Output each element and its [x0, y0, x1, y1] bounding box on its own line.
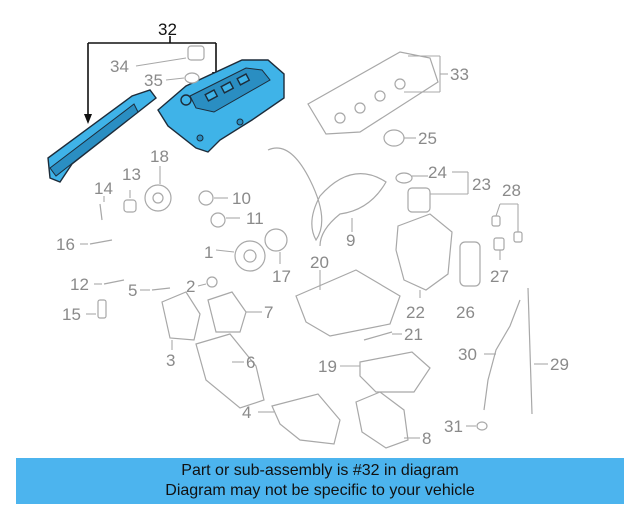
part-17-sprocket[interactable]: 17	[264, 228, 291, 286]
part-19-lower-oil-pan[interactable]: 19	[318, 351, 431, 393]
part-15[interactable]: 15	[62, 299, 107, 324]
callout-15: 15	[62, 305, 81, 324]
callout-17: 17	[272, 267, 291, 286]
part-4[interactable]: 4	[242, 393, 341, 445]
part-8[interactable]: 8	[355, 391, 431, 449]
callout-6: 6	[246, 353, 255, 372]
part-1-crank-pulley[interactable]: 1	[204, 240, 266, 272]
callout-18: 18	[150, 147, 169, 166]
oil-filler-cap	[180, 94, 192, 106]
part-6[interactable]: 6	[195, 333, 265, 409]
part-26[interactable]: 26	[456, 241, 481, 322]
part-10[interactable]: 10	[198, 189, 251, 208]
callout-2: 2	[186, 277, 195, 296]
part-25[interactable]: 25	[383, 129, 437, 148]
callout-20: 20	[310, 253, 329, 272]
callout-30: 30	[458, 345, 477, 364]
callout-25: 25	[418, 129, 437, 148]
callout-12: 12	[70, 275, 89, 294]
part-18-gear[interactable]: 18	[144, 147, 172, 212]
part-20-oil-pan[interactable]: 20	[295, 253, 401, 337]
callout-4: 4	[242, 403, 251, 422]
part-9-timing-belt[interactable]: 9	[267, 147, 387, 250]
part-22[interactable]: 22	[395, 213, 453, 322]
part-7[interactable]: 7	[207, 291, 273, 333]
callout-13: 13	[122, 165, 141, 184]
part-11[interactable]: 11	[210, 209, 264, 228]
part-5[interactable]: 5	[128, 281, 171, 300]
info-banner: Part or sub-assembly is #32 in diagram D…	[16, 458, 624, 504]
callout-5: 5	[128, 281, 137, 300]
callout-22: 22	[406, 303, 425, 322]
callout-9: 9	[346, 231, 355, 250]
callout-11: 11	[246, 209, 264, 228]
callout-19: 19	[318, 357, 337, 376]
part-35[interactable]: 35	[144, 71, 200, 90]
part-2[interactable]: 2	[186, 276, 218, 296]
part-32-valve-cover-assembly[interactable]	[47, 36, 285, 183]
part-21[interactable]: 21	[363, 325, 423, 344]
callout-34: 34	[110, 57, 129, 76]
callout-28: 28	[502, 181, 521, 200]
part-31[interactable]: 31	[444, 417, 488, 436]
callout-35: 35	[144, 71, 163, 90]
callout-32-arrow-left	[84, 114, 92, 124]
part-16[interactable]: 16	[56, 235, 113, 254]
part-3[interactable]: 3	[161, 291, 201, 370]
callout-7: 7	[264, 303, 273, 322]
part-14[interactable]: 14	[94, 179, 113, 221]
banner-line-2: Diagram may not be specific to your vehi…	[165, 482, 475, 499]
callout-33: 33	[450, 65, 469, 84]
part-27[interactable]: 27	[490, 237, 509, 286]
gasket-strip-edge	[49, 103, 139, 177]
callout-16: 16	[56, 235, 75, 254]
callout-26: 26	[456, 303, 475, 322]
callout-8: 8	[422, 429, 431, 448]
callout-29: 29	[550, 355, 569, 374]
part-33-cylinder-head[interactable]: 33	[307, 51, 469, 135]
coil-slot-3	[236, 73, 251, 86]
callout-21: 21	[404, 325, 423, 344]
banner-line-1: Part or sub-assembly is #32 in diagram	[181, 462, 459, 479]
part-24[interactable]: 24	[395, 163, 447, 184]
callout-1: 1	[204, 243, 213, 262]
callout-24: 24	[428, 163, 447, 182]
cover-bolt	[196, 134, 204, 142]
cover-bolt	[236, 118, 244, 126]
callout-31: 31	[444, 417, 463, 436]
callout-10: 10	[232, 189, 251, 208]
part-29-dipstick[interactable]: 29	[527, 287, 569, 415]
part-13[interactable]: 13	[122, 165, 141, 213]
part-28[interactable]: 28	[491, 181, 523, 243]
callout-27: 27	[490, 267, 509, 286]
coil-slot-1	[204, 89, 219, 102]
part-23-oil-filter[interactable]: 23	[407, 171, 491, 213]
part-12[interactable]: 12	[70, 275, 125, 294]
part-34[interactable]: 34	[110, 45, 205, 76]
callout-3: 3	[166, 351, 175, 370]
part-30-dipstick-tube[interactable]: 30	[458, 299, 521, 411]
callout-32: 32	[158, 20, 177, 39]
callout-23: 23	[472, 175, 491, 194]
callout-14: 14	[94, 179, 113, 198]
coil-slot-2	[220, 81, 235, 94]
